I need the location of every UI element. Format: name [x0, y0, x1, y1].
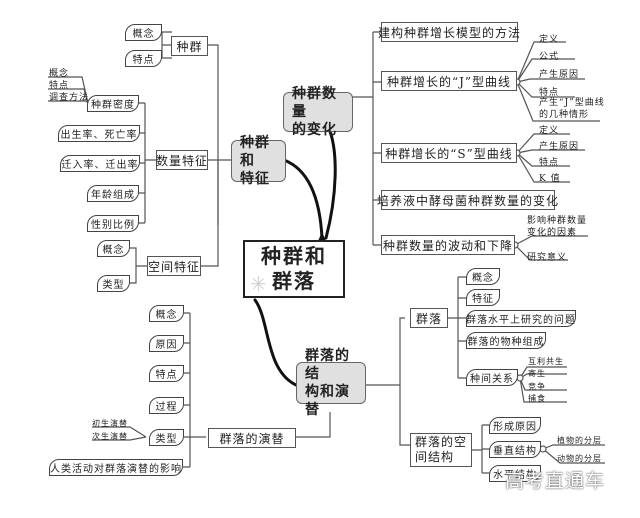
hub-line2: 的变化 — [292, 122, 337, 138]
community-hub[interactable]: 群落的结 构和演替 — [296, 348, 366, 418]
formation-cause-leaf[interactable]: 形成原因 — [489, 417, 541, 434]
community-research-leaf[interactable]: 群落水平上研究的问题 — [466, 310, 576, 327]
density-survey-method: 调查方法 — [49, 93, 90, 103]
s-curve-feature: 特点 — [539, 158, 560, 168]
spatial-line2: 间结构 — [415, 450, 455, 464]
fluctuation-significance: 研究意义 — [527, 253, 568, 263]
s-curve-definition: 定义 — [539, 126, 560, 136]
vertical-structure-leaf[interactable]: 垂直结构 — [489, 441, 541, 458]
quantity-features-node[interactable]: 数量特征 — [156, 150, 208, 170]
population-feature-leaf[interactable]: 特点 — [125, 50, 162, 67]
community-species-leaf[interactable]: 群落的物种组成 — [466, 332, 546, 349]
predation: 捕食 — [528, 394, 546, 403]
factor-line1: 影响种群数量 — [527, 216, 588, 226]
parasitism: 寄生 — [528, 369, 546, 378]
j-curve-node[interactable]: 种群增长的“J”型曲线 — [381, 71, 517, 91]
succession-concept-leaf[interactable]: 概念 — [149, 305, 184, 322]
j-cases-line1: 产生“J”型曲线 — [539, 98, 605, 108]
population-concept-leaf[interactable]: 概念 — [125, 24, 162, 41]
succession-type-leaf[interactable]: 类型 — [149, 429, 184, 446]
center-title-line2: 群落 — [272, 269, 316, 293]
sparkle-icon: ✳ — [250, 272, 267, 296]
immigration-emigration-leaf[interactable]: 迁入率、迁出率 — [60, 155, 140, 172]
population-features-hub[interactable]: 种群和 特征 — [231, 135, 286, 187]
interspecies-leaf[interactable]: 种间关系 — [466, 369, 518, 386]
hub-line1: 种群和 — [240, 135, 270, 169]
model-method-node[interactable]: 建构种群增长模型的方法 — [378, 22, 520, 42]
hub-line1: 种群数量 — [292, 86, 337, 120]
factor-line2: 变化的因素 — [527, 228, 578, 238]
horizontal-structure-leaf[interactable]: 水平结构 — [489, 465, 541, 482]
center-title-line1: 种群和 — [261, 244, 327, 268]
community-node[interactable]: 群落 — [410, 308, 448, 328]
s-curve-node[interactable]: 种群增长的“S”型曲线 — [381, 143, 517, 163]
center-node[interactable]: 种群和 群落 — [243, 240, 345, 298]
hub-line2: 构和演替 — [305, 384, 350, 418]
density-concept: 概念 — [49, 69, 70, 79]
j-curve-feature: 特点 — [539, 88, 560, 98]
density-feature: 特点 — [49, 81, 70, 91]
birth-death-rate-leaf[interactable]: 出生率、死亡率 — [58, 125, 140, 142]
j-curve-cases: 产生“J”型曲线 的几种情形 — [539, 97, 605, 121]
fluctuation-factors: 影响种群数量 变化的因素 — [527, 215, 587, 239]
spatial-line1: 群落的空 — [415, 435, 468, 449]
primary-succession: 初生演替 — [92, 419, 128, 428]
spatial-concept-leaf[interactable]: 概念 — [97, 240, 130, 257]
spatial-structure-node[interactable]: 群落的空 间结构 — [410, 433, 472, 467]
watermark: 高考直通车 — [505, 470, 606, 492]
plant-layering: 植物的分层 — [557, 436, 602, 445]
succession-node[interactable]: 群落的演替 — [208, 428, 296, 448]
age-structure-leaf[interactable]: 年龄组成 — [87, 185, 139, 202]
hub-line1: 群落的结 — [305, 348, 350, 382]
j-curve-formula: 公式 — [539, 52, 560, 62]
community-feature-leaf[interactable]: 特征 — [466, 289, 500, 306]
sex-ratio-leaf[interactable]: 性别比例 — [87, 215, 139, 232]
animal-layering: 动物的分层 — [557, 454, 602, 463]
spatial-features-node[interactable]: 空间特征 — [147, 256, 201, 276]
s-curve-cause: 产生原因 — [539, 142, 580, 152]
j-curve-definition: 定义 — [539, 35, 560, 45]
competition: 竞争 — [528, 382, 546, 391]
human-impact-leaf[interactable]: 人类活动对群落演替的影响 — [49, 459, 183, 476]
fluctuation-node[interactable]: 种群数量的波动和下降 — [381, 235, 515, 255]
succession-feature-leaf[interactable]: 特点 — [149, 365, 184, 382]
j-curve-cause: 产生原因 — [539, 70, 580, 80]
succession-process-leaf[interactable]: 过程 — [149, 397, 184, 414]
population-change-hub[interactable]: 种群数量 的变化 — [283, 86, 353, 138]
population-node[interactable]: 种群 — [171, 36, 208, 56]
community-concept-leaf[interactable]: 概念 — [466, 268, 500, 285]
hub-line2: 特征 — [240, 171, 270, 187]
population-density-leaf[interactable]: 种群密度 — [87, 95, 139, 112]
yeast-node[interactable]: 培养液中酵母菌种群数量的变化 — [377, 190, 558, 210]
j-cases-line2: 的几种情形 — [539, 110, 590, 120]
secondary-succession: 次生演替 — [92, 432, 128, 441]
succession-cause-leaf[interactable]: 原因 — [149, 335, 184, 352]
spatial-type-leaf[interactable]: 类型 — [97, 275, 130, 292]
mutualism: 互利共生 — [528, 357, 564, 366]
s-curve-k-value: K 值 — [539, 174, 561, 184]
